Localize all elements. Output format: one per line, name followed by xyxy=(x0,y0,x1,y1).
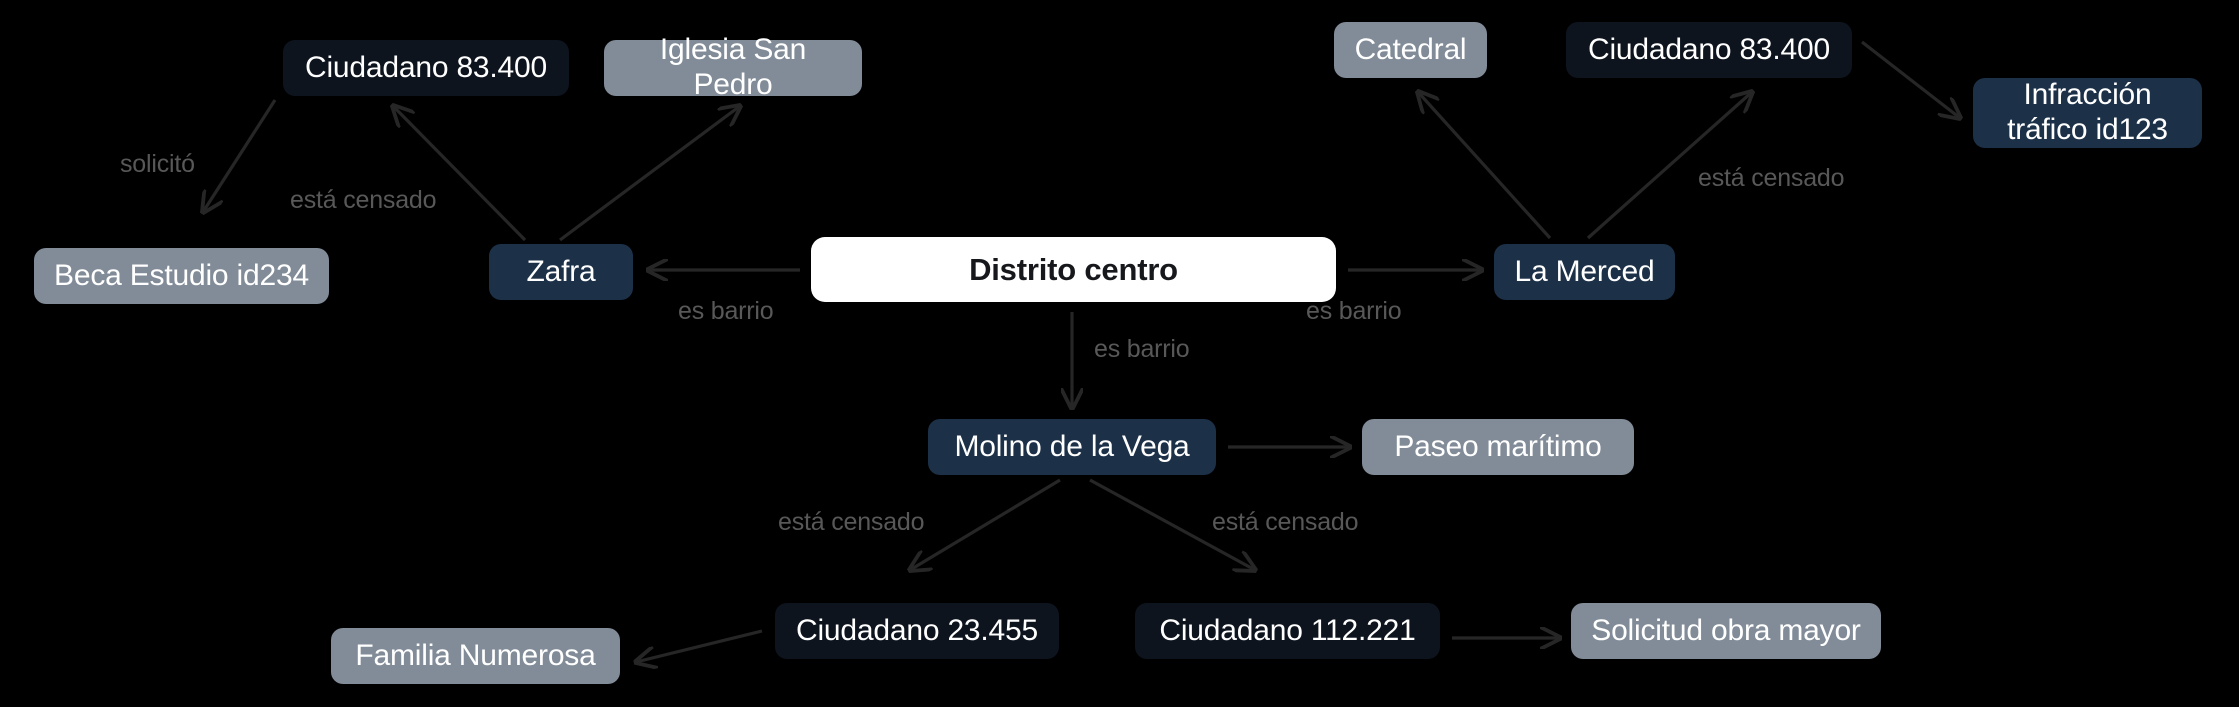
graph-node-ciudadano-23455[interactable]: Ciudadano 23.455 xyxy=(775,603,1059,659)
graph-node-familia-numerosa[interactable]: Familia Numerosa xyxy=(331,628,620,684)
graph-node-ciudadano-83400-right[interactable]: Ciudadano 83.400 xyxy=(1566,22,1852,78)
graph-node-iglesia-san-pedro[interactable]: Iglesia San Pedro xyxy=(604,33,862,101)
graph-edge-e-lamerced-catedral xyxy=(1418,92,1552,240)
graph-node-label: Catedral xyxy=(1354,32,1467,66)
graph-node-label: Molino de la Vega xyxy=(954,429,1190,463)
graph-node-zafra[interactable]: Zafra xyxy=(489,244,633,300)
graph-node-paseo-maritimo[interactable]: Paseo marítimo xyxy=(1362,419,1634,475)
graph-node-solicitud-obra-mayor[interactable]: Solicitud obra mayor xyxy=(1571,603,1881,659)
graph-node-beca-estudio[interactable]: Beca Estudio id234 xyxy=(34,248,329,304)
graph-node-label: Beca Estudio id234 xyxy=(54,258,309,292)
graph-node-ciudadano-112221[interactable]: Ciudadano 112.221 xyxy=(1135,603,1440,659)
graph-edge-e-molino-c23455 xyxy=(910,478,1061,570)
graph-edge-e-zafra-ciudadano xyxy=(393,106,527,242)
graph-node-distrito-centro[interactable]: Distrito centro xyxy=(811,237,1336,302)
graph-node-la-merced[interactable]: La Merced xyxy=(1494,244,1675,300)
graph-node-label: Solicitud obra mayor xyxy=(1591,613,1861,647)
graph-node-label: Ciudadano 83.400 xyxy=(304,50,547,84)
graph-node-label: Zafra xyxy=(526,254,596,288)
graph-node-label: Paseo marítimo xyxy=(1394,429,1602,463)
graph-edge-e-zafra-iglesia xyxy=(559,106,740,242)
graph-node-label: La Merced xyxy=(1514,254,1655,288)
graph-edge-e-ciudadano-infraccion xyxy=(1861,40,1960,118)
graph-node-label: Iglesia San Pedro xyxy=(659,33,807,101)
graph-node-catedral[interactable]: Catedral xyxy=(1334,22,1487,78)
graph-edge-e-molino-c112221 xyxy=(1089,478,1255,570)
graph-node-label: Distrito centro xyxy=(969,251,1178,287)
graph-node-label: Ciudadano 23.455 xyxy=(795,613,1038,647)
graph-edge-e-c23455-familia xyxy=(636,629,763,662)
graph-node-label: Ciudadano 112.221 xyxy=(1159,613,1416,647)
graph-node-infraccion-trafico[interactable]: Infracción tráfico id123 xyxy=(1973,78,2202,148)
graph-node-ciudadano-83400-left[interactable]: Ciudadano 83.400 xyxy=(283,40,569,96)
graph-node-label: Ciudadano 83.400 xyxy=(1587,32,1830,66)
graph-edge-e-lamerced-ciudadano xyxy=(1586,92,1752,240)
graph-edge-e-ciudadano-beca xyxy=(203,99,277,212)
graph-node-molino-de-la-vega[interactable]: Molino de la Vega xyxy=(928,419,1216,475)
graph-node-label: Infracción tráfico id123 xyxy=(2007,78,2168,146)
graph-node-label: Familia Numerosa xyxy=(355,638,596,672)
